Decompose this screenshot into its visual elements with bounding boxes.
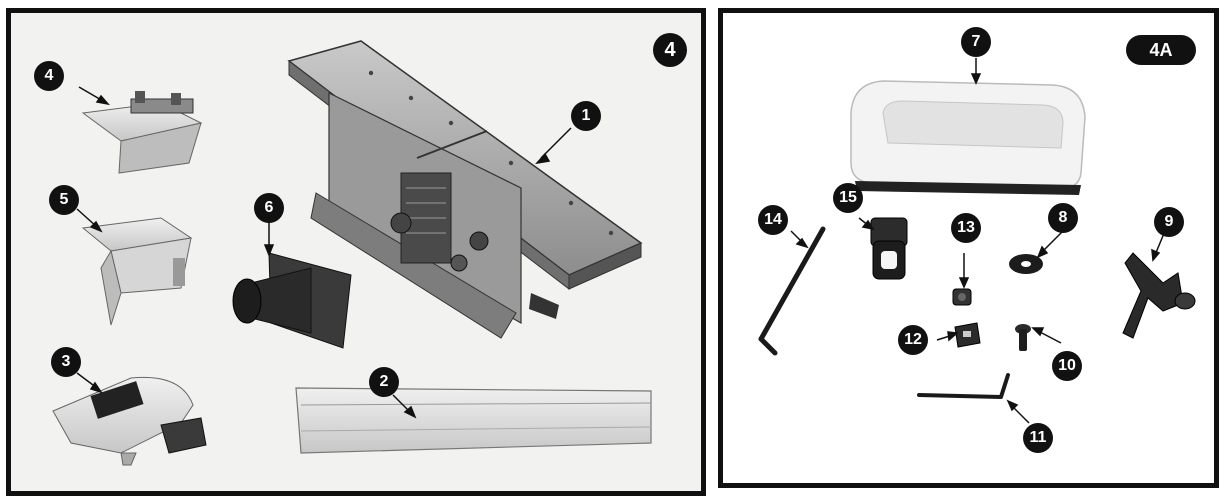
- blade-clamp-clip: [870, 217, 908, 280]
- callout-4: 4: [34, 61, 64, 91]
- carriage-bolt: [1015, 324, 1031, 351]
- callout-13: 13: [951, 213, 981, 243]
- callout-11: 11: [1023, 423, 1053, 453]
- lock-handle: [1122, 252, 1196, 339]
- blade-guard-plate: [52, 376, 207, 466]
- push-block: [850, 80, 1086, 195]
- support-bracket: [81, 217, 193, 326]
- long-hex-key: [758, 226, 826, 356]
- figure-label: 4A: [1126, 35, 1196, 65]
- figure-label: 4: [653, 33, 687, 67]
- square-nut: [954, 322, 981, 348]
- callout-8: 8: [1048, 203, 1078, 233]
- callout-12: 12: [898, 325, 928, 355]
- callout-6: 6: [254, 193, 284, 223]
- figure-4a-illustration: [758, 58, 1196, 424]
- callout-14: 14: [758, 205, 788, 235]
- fence-bracket-assembly: [81, 91, 203, 174]
- callout-7: 7: [961, 27, 991, 57]
- dust-chute: [232, 252, 352, 349]
- callout-5: 5: [49, 185, 79, 215]
- short-hex-key: [917, 373, 1010, 399]
- fence-rail: [295, 387, 652, 454]
- callout-15: 15: [833, 183, 863, 213]
- leader-lines: [790, 58, 1166, 424]
- leader-lines: [76, 86, 572, 419]
- jointer-machine: [287, 40, 643, 339]
- washer: [1009, 254, 1043, 274]
- figure-4-panel: 4: [6, 8, 706, 496]
- callout-3: 3: [51, 347, 81, 377]
- callout-9: 9: [1154, 207, 1184, 237]
- figure-4-illustration: [52, 40, 652, 466]
- figure-4a-panel: 4A: [718, 8, 1219, 488]
- callout-1: 1: [571, 101, 601, 131]
- hex-nut: [952, 288, 972, 306]
- callout-10: 10: [1052, 351, 1082, 381]
- callout-2: 2: [369, 367, 399, 397]
